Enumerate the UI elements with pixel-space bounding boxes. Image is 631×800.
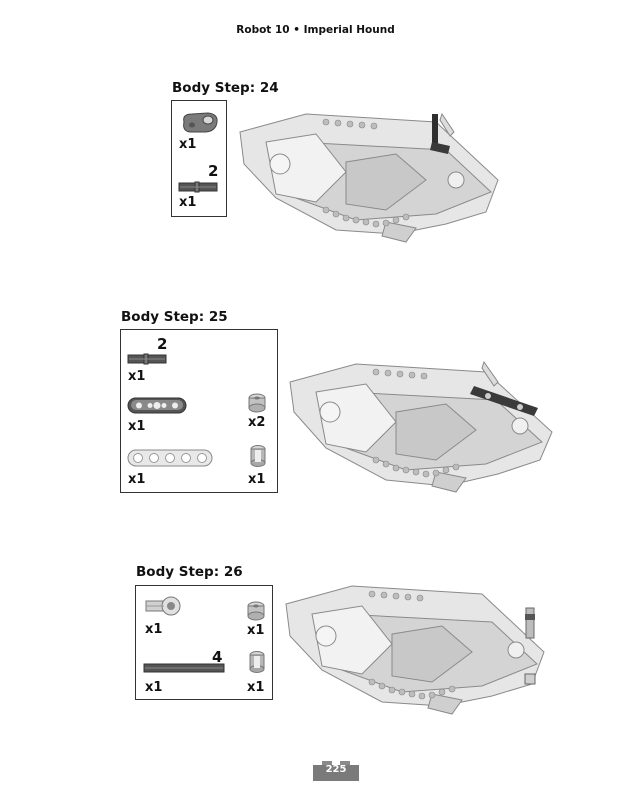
part-quantity: x1 [247, 623, 265, 638]
step-title: Body Step: 24 [172, 80, 279, 96]
header-separator: • [293, 24, 300, 36]
step-title: Body Step: 26 [136, 564, 243, 580]
half-bush-icon [250, 445, 266, 467]
axle-icon [178, 181, 218, 193]
step-title: Body Step: 25 [121, 309, 228, 325]
axle-length-label: 2 [208, 162, 219, 180]
thick-liftarm-icon [127, 397, 187, 414]
axle-pin-connector-icon [145, 596, 181, 616]
part-quantity: x2 [248, 415, 266, 430]
page-number-brick [313, 761, 359, 781]
robot-assembly-illustration [239, 112, 499, 243]
part-quantity: x1 [247, 680, 265, 695]
robot-assembly-illustration [289, 360, 553, 493]
part-quantity: x1 [128, 369, 146, 384]
part-quantity: x1 [179, 137, 197, 152]
axle-icon [143, 663, 225, 673]
double-cam-icon [183, 112, 218, 133]
axle-length-label: 4 [212, 648, 223, 666]
robot-assembly-illustration [285, 585, 545, 715]
page-header: Robot 10 • Imperial Hound [0, 24, 631, 36]
part-quantity: x1 [145, 622, 163, 637]
part-quantity: x1 [128, 419, 146, 434]
page-number: 225 [325, 764, 347, 775]
bush-icon [247, 601, 265, 621]
thin-liftarm-icon [127, 449, 213, 467]
half-bush-icon [249, 651, 265, 673]
bush-icon [248, 393, 266, 413]
part-quantity: x1 [145, 680, 163, 695]
axle-length-label: 2 [157, 335, 168, 353]
part-quantity: x1 [248, 472, 266, 487]
robot-name: Imperial Hound [303, 24, 395, 36]
part-quantity: x1 [179, 195, 197, 210]
part-quantity: x1 [128, 472, 146, 487]
robot-number: Robot 10 [236, 24, 290, 36]
axle-icon [127, 353, 167, 365]
